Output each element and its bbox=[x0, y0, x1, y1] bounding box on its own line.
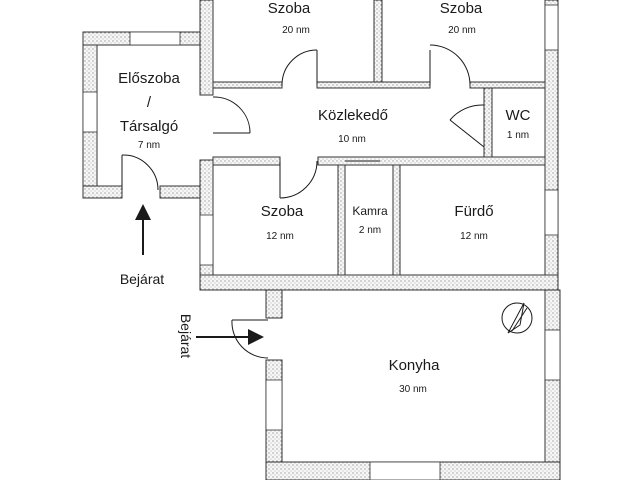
window-eloszoba-top bbox=[129, 31, 181, 46]
windows bbox=[82, 4, 561, 480]
window-right-middle bbox=[544, 189, 559, 236]
room-name-kozlekedo: Közlekedő bbox=[318, 107, 388, 124]
door-wc-arc bbox=[449, 104, 485, 121]
room-area-konyha: 30 nm bbox=[399, 384, 427, 395]
labels: Szoba 20 nm Szoba 20 nm Előszoba / Társa… bbox=[118, 0, 531, 395]
window-konyha-left bbox=[265, 379, 283, 431]
room-name-szoba-top-left: Szoba bbox=[268, 0, 311, 17]
wall-middle-bottom bbox=[199, 274, 559, 291]
room-area-wc: 1 nm bbox=[507, 130, 529, 141]
window-right-upper bbox=[544, 4, 559, 51]
room-name-wc: WC bbox=[506, 107, 531, 124]
door-konyha-arc bbox=[231, 319, 269, 359]
wall-konyha-left-upper bbox=[265, 289, 283, 319]
wall-top-rooms-bottom bbox=[212, 81, 283, 89]
room-name-eloszoba-line2: / bbox=[147, 94, 152, 111]
window-main-left bbox=[199, 214, 214, 266]
wall-eloszoba-bottom-left bbox=[82, 185, 123, 199]
room-name-furdo: Fürdő bbox=[454, 203, 493, 220]
window-konyha-right bbox=[544, 329, 561, 381]
room-area-kozlekedo: 10 nm bbox=[338, 134, 366, 145]
room-area-eloszoba: 7 nm bbox=[138, 140, 160, 151]
wall-corridor-bottom-1 bbox=[212, 156, 281, 166]
room-area-kamra: 2 nm bbox=[359, 225, 381, 236]
wall-konyha-right bbox=[544, 289, 561, 480]
walls bbox=[82, 0, 561, 480]
wall-main-left-upper bbox=[199, 0, 214, 96]
wall-kamra-furdo bbox=[392, 164, 401, 276]
wall-szoba-kamra bbox=[337, 164, 346, 276]
door-corridor-arc bbox=[212, 96, 251, 134]
wall-wc-left bbox=[483, 87, 493, 158]
room-area-szoba-top-right: 20 nm bbox=[448, 25, 476, 36]
room-area-szoba-top-left: 20 nm bbox=[282, 25, 310, 36]
window-konyha-bottom bbox=[369, 461, 441, 480]
compass-icon bbox=[501, 302, 533, 334]
door-szoba-top-right-arc bbox=[429, 44, 471, 86]
wall-top-divider bbox=[373, 0, 383, 83]
entrance-label-main: Bejárat bbox=[120, 271, 164, 287]
wall-corridor-bottom-2 bbox=[317, 156, 546, 166]
door-szoba-middle-arc bbox=[279, 160, 318, 199]
room-name-szoba-top-right: Szoba bbox=[440, 0, 483, 17]
room-area-furdo: 12 nm bbox=[460, 231, 488, 242]
wall-top-rooms-bottom-3 bbox=[469, 81, 546, 89]
door-szoba-top-left-arc bbox=[281, 49, 318, 86]
room-name-szoba-middle: Szoba bbox=[261, 203, 304, 220]
doors bbox=[121, 44, 485, 359]
room-area-szoba-middle: 12 nm bbox=[266, 231, 294, 242]
door-wc-leaf bbox=[449, 119, 485, 148]
wall-top-rooms-bottom-2 bbox=[316, 81, 431, 89]
door-entry-arc bbox=[121, 154, 159, 191]
room-name-konyha: Konyha bbox=[389, 357, 441, 374]
room-name-eloszoba-line1: Előszoba bbox=[118, 70, 180, 87]
room-name-kamra: Kamra bbox=[352, 204, 388, 218]
entrance-label-side: Bejárat bbox=[178, 314, 194, 358]
window-eloszoba-left bbox=[82, 91, 98, 133]
room-name-eloszoba-line3: Társalgó bbox=[120, 118, 178, 135]
entrance-arrows bbox=[135, 204, 264, 345]
